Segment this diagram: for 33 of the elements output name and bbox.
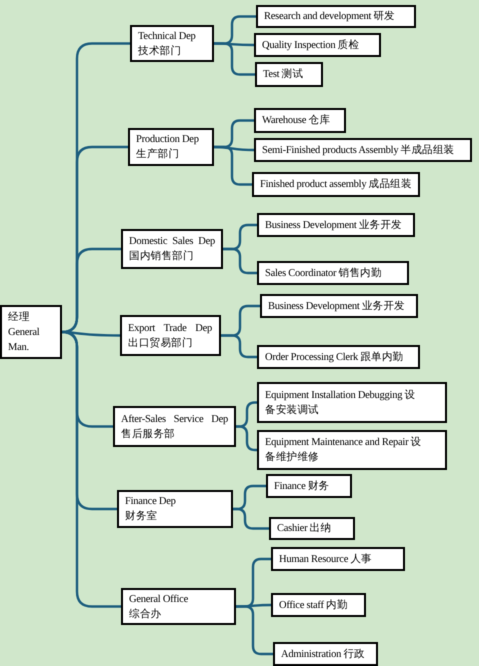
section-box: Business Development 业务开发 (257, 213, 415, 237)
department-box: After-Sales Service Dep 售后服务部 (113, 406, 236, 447)
section-box: Order Processing Clerk 跟单内勤 (257, 345, 420, 369)
section-box: Test 测试 (255, 62, 323, 87)
section-box: Quality Inspection 质检 (254, 33, 381, 57)
brace-connector (214, 42, 254, 46)
section-box: Sales Coordinator 销售内勤 (257, 261, 409, 285)
manager-box: 经理 General Man. (0, 305, 62, 359)
brace-connector (60, 248, 121, 334)
brace-connector (214, 42, 255, 76)
section-box: Semi-Finished products Assembly 半成品组装 (254, 138, 472, 162)
brace-connector (214, 146, 254, 152)
section-box: Equipment Installation Debugging 设备安装调试 (257, 382, 447, 423)
brace-connector (236, 604, 271, 608)
section-box: Equipment Maintenance and Repair 设备维护维修 (257, 430, 447, 470)
department-box: Finance Dep 财务室 (117, 490, 233, 528)
brace-connector (233, 508, 269, 530)
section-box: Cashier 出纳 (269, 517, 355, 540)
section-box: Research and development 研发 (256, 5, 416, 28)
section-box: Business Development 业务开发 (260, 294, 418, 318)
section-box: Office staff 内勤 (271, 593, 366, 617)
department-box: Export Trade Dep 出口贸易部门 (120, 315, 221, 356)
department-box: Domestic Sales Dep 国内销售部门 (121, 229, 223, 269)
brace-connector (214, 146, 252, 186)
section-box: Finance 财务 (266, 474, 352, 498)
department-box: Production Dep 生产部门 (128, 128, 214, 166)
section-box: Finished product assembly 成品组装 (252, 172, 420, 197)
department-box: General Office 综合办 (121, 588, 236, 625)
section-box: Warehouse 仓库 (254, 108, 346, 133)
brace-connector (236, 605, 273, 656)
section-box: Administration 行政 (273, 642, 378, 666)
department-box: Technical Dep 技术部门 (130, 25, 214, 62)
section-box: Human Resource 人事 (271, 547, 405, 571)
